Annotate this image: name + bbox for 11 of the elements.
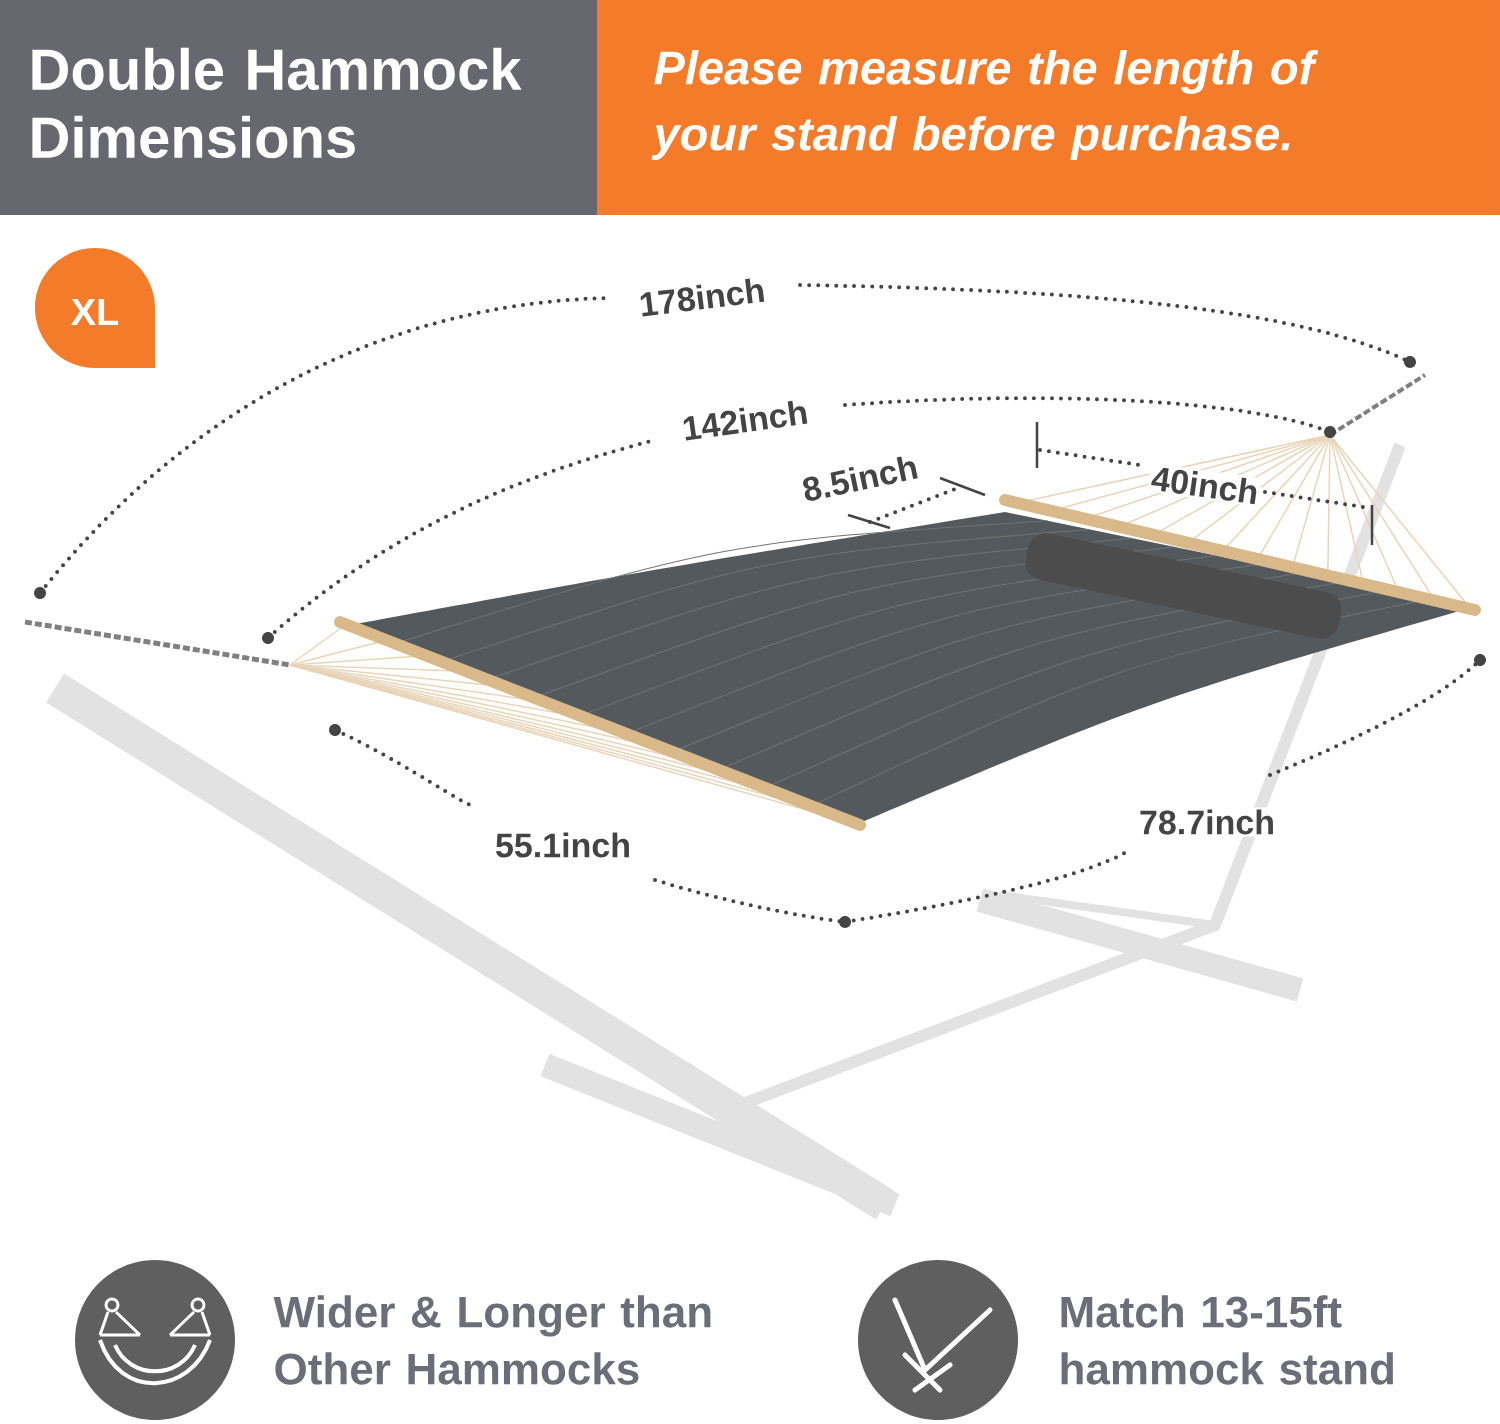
feature-text: Wider & Longer than Other Hammocks: [273, 1295, 711, 1385]
dimension-label: 78.7inch: [1137, 807, 1278, 837]
dimension-label: 142inch: [678, 396, 812, 444]
dimension-label: 8.5inch: [797, 451, 923, 505]
notice-band: Please measure the length of your stand before purchase.: [597, 0, 1500, 215]
dimension-label: 40inch: [1147, 462, 1263, 508]
dimension-label: 178inch: [635, 274, 769, 320]
size-badge: XL: [35, 248, 155, 368]
feature-text: Match 13-15ft hammock stand: [1061, 1295, 1394, 1385]
dimension-label: 55.1inch: [493, 830, 634, 860]
header-band: Double Hammock Dimensions: [0, 0, 597, 215]
